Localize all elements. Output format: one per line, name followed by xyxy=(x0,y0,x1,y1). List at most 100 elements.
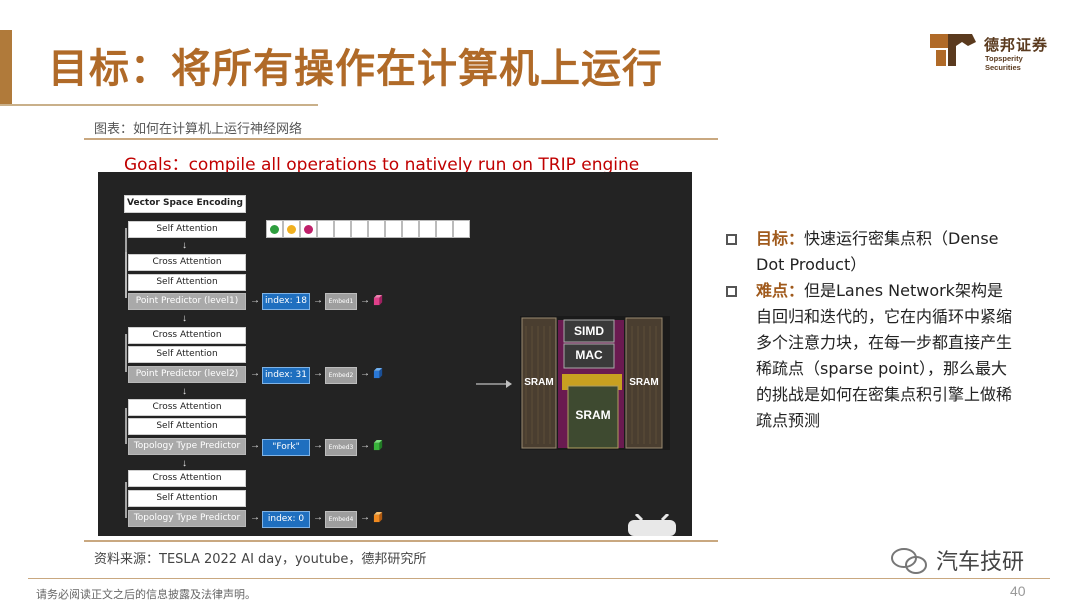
simd-label: SIMD xyxy=(574,324,604,338)
token-cell xyxy=(368,220,385,238)
brand-name-en: Topsperity Securities xyxy=(985,54,1023,72)
topology-type-predictor-block: Topology Type Predictor xyxy=(128,438,246,455)
point-predictor-level2-block: Point Predictor (level2) xyxy=(128,366,246,383)
bullet-list: 目标：快速运行密集点积（Dense Dot Product） 难点：但是Lane… xyxy=(724,226,1044,434)
arrow-right-icon: → xyxy=(360,368,370,379)
bullet-square-icon xyxy=(726,286,737,297)
footer-rule xyxy=(28,578,1050,579)
vector-space-encoding-block: Vector Space Encoding xyxy=(124,195,246,213)
page-title: 目标：将所有操作在计算机上运行 xyxy=(48,46,663,92)
figure-caption: 图表：如何在计算机上运行神经网络 xyxy=(94,122,303,137)
wechat-icon xyxy=(891,548,927,574)
source-rule xyxy=(84,540,718,542)
topology-type-predictor-block: Topology Type Predictor xyxy=(128,510,246,527)
arrow-down-icon: ↓ xyxy=(182,458,187,469)
video-logo-icon xyxy=(628,514,676,536)
arrow-right-icon: → xyxy=(250,295,260,306)
watermark-text: 汽车技研 xyxy=(936,550,1025,575)
bullet-text: 快速运行密集点积（Dense xyxy=(804,229,999,248)
token-cell xyxy=(402,220,419,238)
cube-icon xyxy=(373,295,383,306)
token-cell xyxy=(453,220,470,238)
diagram-connectors xyxy=(125,228,512,518)
arrow-right-icon: → xyxy=(360,295,370,306)
bullet-label: 目标： xyxy=(756,229,805,248)
cube-icon xyxy=(373,368,383,379)
bullet-text: 但是Lanes Network架构是 xyxy=(804,281,1003,300)
token-cell xyxy=(385,220,402,238)
token-cell xyxy=(436,220,453,238)
cube-icon xyxy=(373,440,383,451)
legal-disclaimer: 请务必阅读正文之后的信息披露及法律声明。 xyxy=(36,588,256,601)
arrow-down-icon: ↓ xyxy=(182,386,187,397)
page-number: 40 xyxy=(1010,583,1026,599)
mac-label: MAC xyxy=(575,348,603,362)
arrow-right-icon: → xyxy=(313,368,323,379)
arrow-right-icon: → xyxy=(360,440,370,451)
bullet-text: 的挑战是如何在密集点积引擎上做稀 xyxy=(756,385,1013,404)
goals-statement: Goals：compile all operations to natively… xyxy=(124,155,640,175)
caption-rule xyxy=(84,138,718,140)
point-predictor-level1-block: Point Predictor (level1) xyxy=(128,293,246,310)
chip-die-image xyxy=(520,316,670,450)
self-attention-block: Self Attention xyxy=(128,221,246,238)
bullet-text: 自回归和迭代的，它在内循环中紧缩 xyxy=(756,307,1013,326)
token-cell xyxy=(300,220,317,238)
title-underline xyxy=(0,104,318,106)
bullet-text: 稀疏点（sparse point），那么最大 xyxy=(756,359,1007,378)
index-output-block: index: 31 xyxy=(262,367,310,384)
index-output-block: index: 0 xyxy=(262,511,310,528)
topsperity-logo-icon xyxy=(930,34,976,66)
bullet-text: 疏点预测 xyxy=(756,411,821,430)
arrow-right-icon: → xyxy=(313,295,323,306)
index-output-block: index: 18 xyxy=(262,293,310,310)
fork-output-block: "Fork" xyxy=(262,439,310,456)
arrow-right-icon: → xyxy=(313,440,323,451)
self-attention-block: Self Attention xyxy=(128,274,246,291)
figure-source: 资料来源：TESLA 2022 AI day，youtube，德邦研究所 xyxy=(94,552,427,567)
bullet-difficulty: 难点：但是Lanes Network架构是 自回归和迭代的，它在内循环中紧缩 多… xyxy=(724,278,1044,434)
dot-icon xyxy=(287,224,296,234)
arrow-right-icon: → xyxy=(250,368,260,379)
arrow-right-icon: → xyxy=(250,440,260,451)
arrow-right-icon: → xyxy=(360,512,370,523)
cross-attention-block: Cross Attention xyxy=(128,327,246,344)
dot-icon xyxy=(304,224,313,234)
bullet-label: 难点： xyxy=(756,281,805,300)
arrow-right-icon: → xyxy=(250,512,260,523)
token-cell xyxy=(283,220,300,238)
cross-attention-block: Cross Attention xyxy=(128,470,246,487)
embed-block: Embed2 xyxy=(325,367,357,384)
self-attention-block: Self Attention xyxy=(128,490,246,507)
sram-right-label: SRAM xyxy=(629,377,659,388)
diagram-panel: Vector Space Encoding Self Attention ↓ C… xyxy=(98,172,692,536)
embed-block: Embed3 xyxy=(325,439,357,456)
token-cell xyxy=(266,220,283,238)
token-cell xyxy=(317,220,334,238)
arrow-down-icon: ↓ xyxy=(182,313,187,324)
bullet-goal: 目标：快速运行密集点积（Dense Dot Product） xyxy=(724,226,1044,278)
self-attention-block: Self Attention xyxy=(128,346,246,363)
cross-attention-block: Cross Attention xyxy=(128,254,246,271)
embed-block: Embed1 xyxy=(325,293,357,310)
embed-block: Embed4 xyxy=(325,511,357,528)
sram-center-label: SRAM xyxy=(575,408,611,422)
self-attention-block: Self Attention xyxy=(128,418,246,435)
bullet-text: 多个注意力块，在每一步都直接产生 xyxy=(756,333,1013,352)
dot-icon xyxy=(270,224,279,234)
token-cell xyxy=(351,220,368,238)
arrow-right-icon: → xyxy=(313,512,323,523)
token-sequence-grid xyxy=(266,220,470,238)
title-accent-bar xyxy=(0,30,12,106)
cross-attention-block: Cross Attention xyxy=(128,399,246,416)
bullet-square-icon xyxy=(726,234,737,245)
token-cell xyxy=(334,220,351,238)
brand-logo: 德邦证券 Topsperity Securities xyxy=(928,30,1058,74)
bullet-text: Dot Product） xyxy=(756,255,867,274)
token-cell xyxy=(419,220,436,238)
arrow-down-icon: ↓ xyxy=(182,240,187,251)
brand-name-cn: 德邦证券 xyxy=(984,36,1049,54)
sram-left-label: SRAM xyxy=(524,377,554,388)
cube-icon xyxy=(373,512,383,523)
